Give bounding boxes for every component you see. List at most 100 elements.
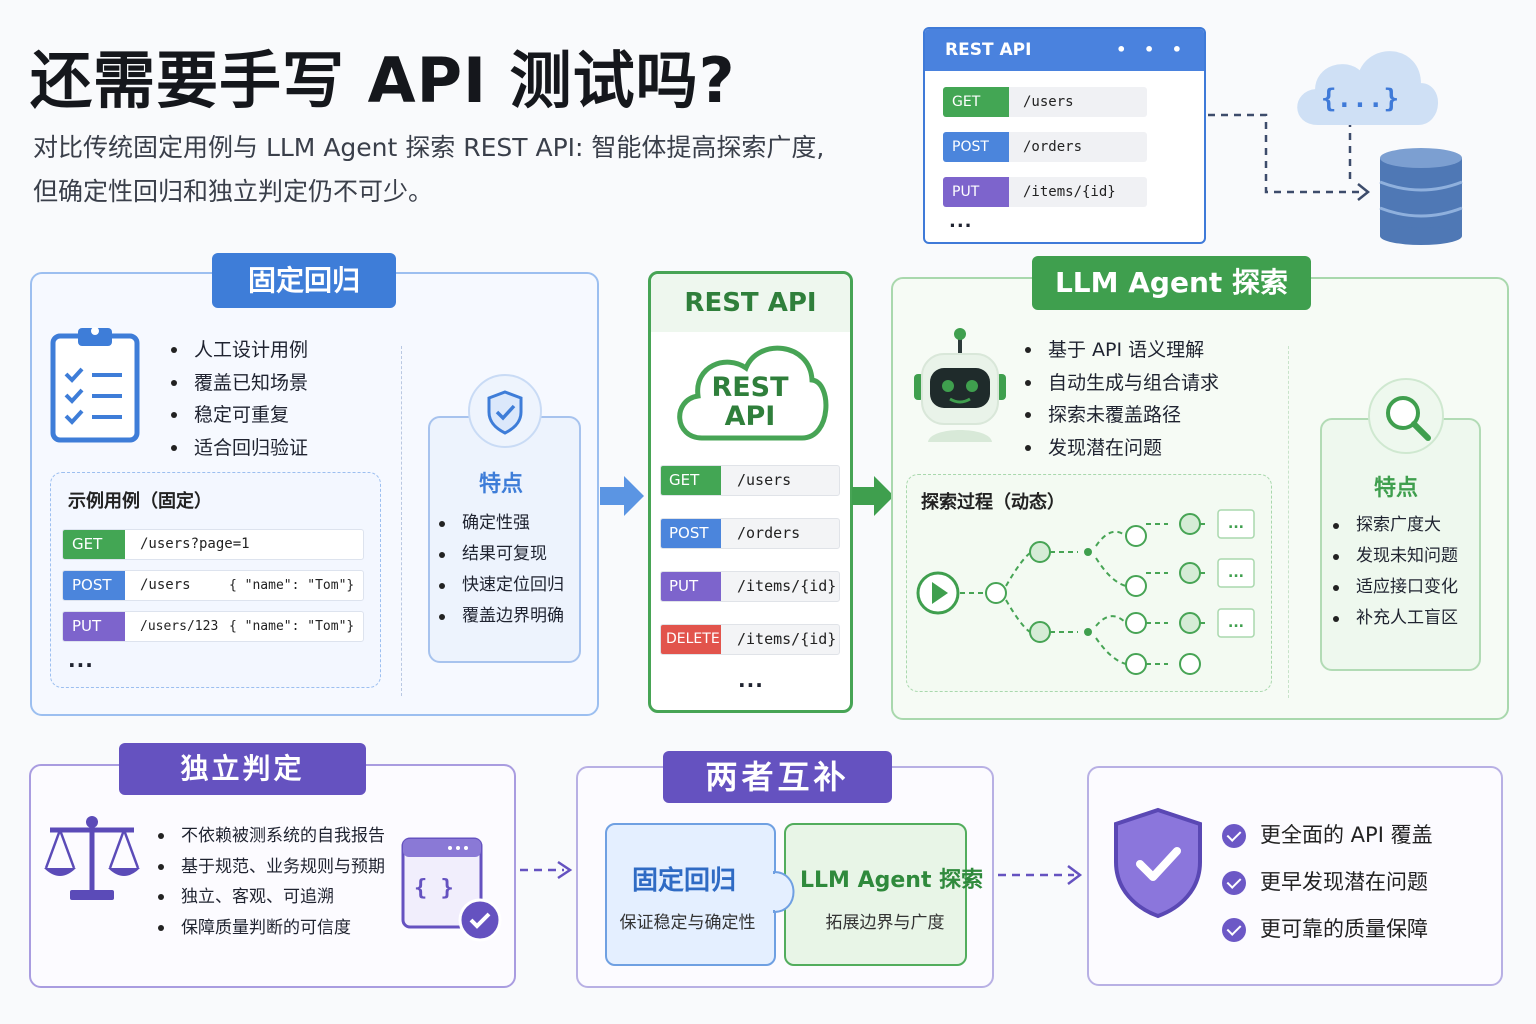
dashed-arrow-icon [998,865,1083,885]
shield-check-icon [1114,807,1202,919]
method-badge: DELETE [661,625,721,654]
endpoint-path: /items/{id} [737,630,837,648]
puzzle-piece-agent [784,823,967,966]
arrow-right-icon [852,476,894,516]
api-window: REST API • • • GET/users POST/orders PUT… [923,27,1206,244]
request-body: { "name": "Tom"} [229,578,355,593]
list-item: 保障质量判断的可信度 [155,913,385,944]
endpoint-path: /items/{id} [737,577,837,595]
list-item: 基于规范、业务规则与预期 [155,852,385,883]
example-case-row: PUT /users/123 { "name": "Tom"} [62,611,364,642]
page-title: 还需要手写 API 测试吗? [30,44,736,117]
api-window-row: PUT/items/{id} [943,177,1147,207]
check-circle-icon [1222,918,1246,942]
rest-cloud-label: REST API [700,373,800,431]
agent-piece-subtitle: 拓展边界与广度 [825,913,945,933]
agent-badge: LLM Agent 探索 [1032,256,1311,310]
list-item: 发现潜在问题 [1022,432,1219,465]
robot-icon [914,328,1006,442]
complement-badge: 两者互补 [663,751,892,803]
list-item: 补充人工盲区 [1330,603,1458,634]
endpoint-more: ... [738,668,764,692]
list-item: 探索未覆盖路径 [1022,399,1219,432]
example-cases-title: 示例用例（固定） [68,491,212,512]
list-item: 快速定位回归 [436,570,564,601]
benefit-label: 更早发现潜在问题 [1260,870,1428,894]
node-more-label: ... [1228,565,1244,581]
shield-check-icon [468,374,542,448]
list-item: 人工设计用例 [168,334,308,367]
list-item: 稳定可重复 [168,399,308,432]
list-item: 覆盖已知场景 [168,367,308,400]
method-badge: PUT [943,177,1009,207]
api-window-more: ... [949,211,973,232]
method-badge: GET [943,87,1009,117]
api-window-titlebar: REST API • • • [925,29,1204,71]
example-more: ... [68,648,94,672]
endpoint-row: POST /orders [660,518,840,549]
cloud-icon [1297,51,1438,125]
list-item: 独立、客观、可追溯 [155,882,385,913]
benefit-label: 更可靠的质量保障 [1260,917,1428,941]
subtitle-line-2: 但确定性回归和独立判定仍不可少。 [33,177,434,206]
rest-api-title: REST API [651,274,850,332]
rest-cloud-line: REST [711,372,789,403]
judge-badge: 独立判定 [119,743,366,795]
endpoint-path: /users [1023,94,1074,110]
api-window-row: POST/orders [943,132,1147,162]
rest-cloud-icon [677,345,829,441]
explore-process-box [906,474,1272,692]
regression-piece-subtitle: 保证稳定与确定性 [619,913,756,933]
method-badge: POST [63,571,125,600]
example-case-row: GET /users?page=1 [62,529,364,560]
endpoint-row: DELETE /items/{id} [660,624,840,655]
dashed-arrow-icon [520,860,573,880]
endpoint-row: PUT /items/{id} [660,571,840,602]
endpoint-path: /users?page=1 [140,536,250,552]
example-case-row: POST /users { "name": "Tom"} [62,570,364,601]
regression-piece-title: 固定回归 [631,866,736,896]
scales-icon [44,816,140,900]
list-item: 结果可复现 [436,539,564,570]
list-item: 适合回归验证 [168,432,308,465]
api-window-row: GET/users [943,87,1147,117]
page-subtitle: 对比传统固定用例与 LLM Agent 探索 REST API: 智能体提高探索… [33,126,893,214]
endpoint-path: /orders [1023,139,1083,155]
benefit-list: 更全面的 API 覆盖 更早发现潜在问题 更可靠的质量保障 [1222,812,1433,953]
check-circle-icon [1222,871,1246,895]
divider [1288,346,1289,698]
subtitle-line-1: 对比传统固定用例与 LLM Agent 探索 REST API: 智能体提高探索… [33,133,825,162]
list-item: 探索广度大 [1330,510,1458,541]
list-item: 确定性强 [436,508,564,539]
code-braces-label: { } [414,876,454,901]
cloud-braces-label: {...} [1321,84,1399,114]
method-badge: GET [63,530,125,559]
exploration-tree-graphic: ... ... ... [916,509,1255,675]
arrow-right-icon [600,476,644,516]
node-more-label: ... [1228,516,1244,532]
agent-bullets: 基于 API 语义理解 自动生成与组合请求 探索未覆盖路径 发现潜在问题 [1022,334,1219,464]
rest-cloud-line: API [724,401,776,432]
judge-panel [29,764,516,988]
benefit-item: 更早发现潜在问题 [1222,859,1433,906]
judge-bullets: 不依赖被测系统的自我报告 基于规范、业务规则与预期 独立、客观、可追溯 保障质量… [155,821,385,943]
regression-badge: 固定回归 [212,253,396,308]
list-item: 自动生成与组合请求 [1022,367,1219,400]
magnifier-icon [1368,378,1444,454]
node-more-label: ... [1228,615,1244,631]
regression-bullets: 人工设计用例 覆盖已知场景 稳定可重复 适合回归验证 [168,334,308,464]
method-badge: POST [661,519,721,548]
endpoint-path: /users [737,471,792,489]
regression-feature-title: 特点 [479,472,524,497]
endpoint-path: /users/123 [140,619,219,634]
arrow-head-icon [1357,183,1371,201]
agent-feature-title: 特点 [1374,476,1419,501]
cloud-database-graphic: {...} [1208,51,1463,245]
agent-features: 探索广度大 发现未知问题 适应接口变化 补充人工盲区 [1330,510,1458,634]
method-badge: PUT [63,612,125,641]
clipboard-checklist-icon [50,327,140,443]
divider [401,346,402,696]
api-window-title: REST API [945,40,1032,60]
benefit-label: 更全面的 API 覆盖 [1260,823,1433,847]
list-item: 基于 API 语义理解 [1022,334,1219,367]
